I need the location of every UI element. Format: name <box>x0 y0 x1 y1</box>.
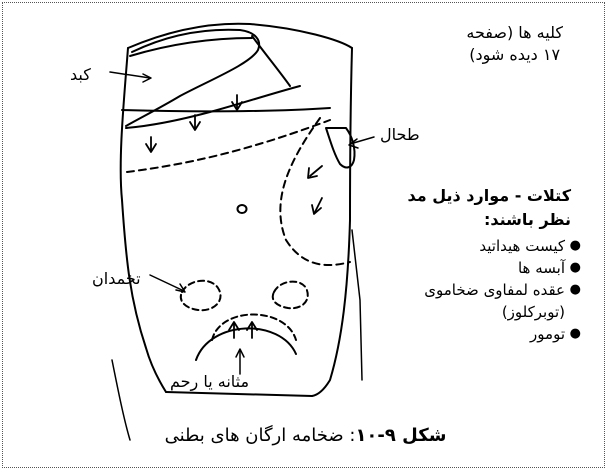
list-item: ●کیست هیداتید <box>424 235 565 257</box>
mass-item-label: آبسه ها <box>518 259 565 277</box>
bullet-icon: ● <box>570 323 581 345</box>
masses-title-line2: نظر باشند: <box>408 208 571 232</box>
masses-list: ●کیست هیداتید ●آبسه ها ●عقده لمفاوی ضخام… <box>424 235 583 345</box>
bladder-dome <box>212 315 296 341</box>
masses-title: کتلات - موارد ذیل مد نظر باشند: <box>408 184 571 232</box>
mass-item-sublabel: (توبرکلوز) <box>502 303 565 321</box>
list-item-continuation: (توبرکلوز) <box>424 301 565 323</box>
list-item: ●آبسه ها <box>424 257 565 279</box>
mass-item-label: عقده لمفاوی ضخاموی <box>424 281 565 299</box>
list-item: ●عقده لمفاوی ضخاموی <box>424 279 565 301</box>
ovary-right <box>273 282 308 309</box>
spleen-arrows <box>308 166 322 214</box>
ovary-label: تخمدان <box>92 268 141 290</box>
kidney-label-line2: ۱۷ دیده شود) <box>466 44 563 66</box>
kidney-label-line1: کلیه ها (صفحه <box>466 22 563 44</box>
liver-shape <box>126 30 300 128</box>
kidney-label: کلیه ها (صفحه ۱۷ دیده شود) <box>466 22 563 66</box>
spleen-expansion-dashed <box>280 118 350 265</box>
umbilicus <box>238 205 247 213</box>
figure-caption-text: : ضخامه ارگان های بطنی <box>165 425 356 446</box>
figure-caption: شکل ۹-۱۰: ضخامه ارگان های بطنی <box>0 425 611 447</box>
liver-label: کبد <box>70 64 91 86</box>
mass-item-label: تومور <box>530 325 565 343</box>
masses-title-line1: کتلات - موارد ذیل مد <box>408 184 571 208</box>
spleen-label: طحال <box>380 124 420 146</box>
list-item: ●تومور <box>424 323 565 345</box>
bullet-icon: ● <box>570 235 581 257</box>
ovary-left <box>181 281 221 310</box>
mass-item-label: کیست هیداتید <box>479 237 565 255</box>
bladder-label: مثانه یا رحم <box>170 371 249 393</box>
bladder-arrows <box>229 322 257 338</box>
bullet-icon: ● <box>570 257 581 279</box>
liver-expansion-dashed <box>127 120 330 172</box>
figure-number: شکل ۹-۱۰ <box>355 425 446 446</box>
bullet-icon: ● <box>570 279 581 301</box>
bladder-base <box>196 328 296 360</box>
